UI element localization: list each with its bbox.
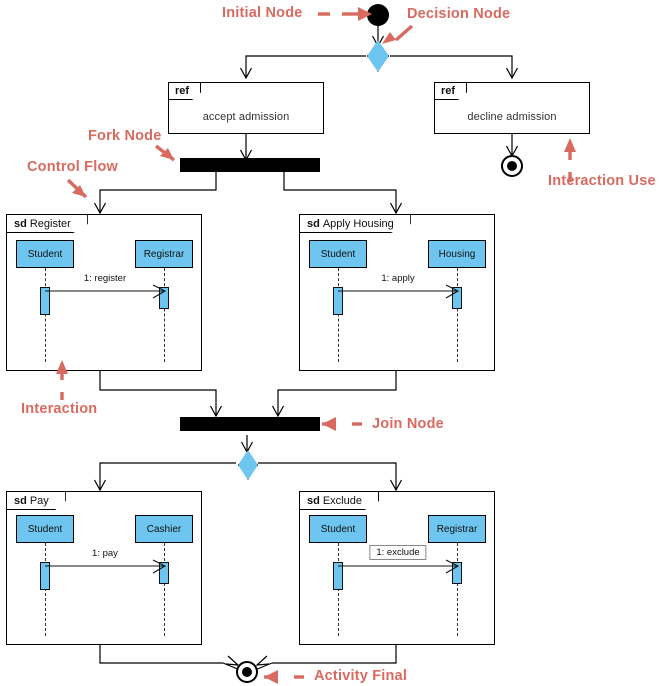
sd-name: Apply Housing [322,217,394,230]
activation-bar-student [40,562,50,590]
sd-frame-label: sd Register [7,215,88,233]
lifeline-head-cashier[interactable]: Cashier [135,515,193,543]
message-label-selected[interactable]: 1: exclude [369,545,427,560]
annotation-decision-node: Decision Node [407,6,511,22]
lifeline-student [338,268,339,362]
message-label: 1: register [83,273,127,284]
lifeline-head-student[interactable]: Student [16,240,74,268]
lifeline-registrar [457,543,458,636]
sd-keyword: sd [307,217,320,230]
message-arrow-pay [45,559,167,574]
sd-name: Register [29,217,71,230]
sd-keyword: sd [14,494,27,507]
annotation-activity-final: Activity Final [314,668,408,684]
interaction-use-accept-admission[interactable]: ref accept admission [168,82,324,134]
interaction-use-name: accept admission [202,110,290,123]
decision-node-top[interactable] [367,40,389,72]
message-label: 1: apply [381,273,415,284]
lifeline-head-housing[interactable]: Housing [428,240,486,268]
lifeline-registrar [164,268,165,362]
lifeline-student [45,268,46,362]
activation-bar-registrar [452,562,462,584]
interaction-frame-apply-housing[interactable]: sd Apply Housing Student Housing 1: appl… [299,214,495,371]
join-node[interactable] [180,417,320,431]
activation-bar-student [333,287,343,315]
annotation-interaction-use: Interaction Use [548,173,656,189]
initial-node[interactable] [367,4,389,26]
ref-keyword-label: ref [435,83,467,100]
interaction-frame-exclude[interactable]: sd Exclude Student Registrar 1: exclude [299,491,495,645]
activation-bar-housing [452,287,462,309]
activation-bar-student [40,287,50,315]
activity-final-node-right[interactable] [501,155,523,177]
sd-name: Pay [29,494,49,507]
sd-frame-label: sd Exclude [300,492,379,510]
message-arrow-apply [338,284,460,299]
sd-name: Exclude [322,494,362,507]
annotation-join-node: Join Node [372,416,444,432]
lifeline-head-registrar[interactable]: Registrar [428,515,486,543]
fork-node[interactable] [180,158,320,172]
sd-keyword: sd [14,217,27,230]
lifeline-head-registrar[interactable]: Registrar [135,240,193,268]
message-arrow-register [45,284,167,299]
lifeline-cashier [164,543,165,636]
activation-bar-student [333,562,343,590]
annotation-initial-node: Initial Node [222,5,303,21]
interaction-use-name: decline admission [467,110,557,123]
lifeline-housing [457,268,458,362]
lifeline-head-student[interactable]: Student [309,515,367,543]
interaction-frame-register[interactable]: sd Register Student Registrar 1: registe… [6,214,202,371]
sd-keyword: sd [307,494,320,507]
activity-final-node-bottom[interactable] [236,661,258,683]
annotation-control-flow: Control Flow [27,159,118,175]
lifeline-head-student[interactable]: Student [309,240,367,268]
activation-bar-cashier [159,562,169,584]
decision-node-bottom[interactable] [238,450,258,480]
interaction-use-decline-admission[interactable]: ref decline admission [434,82,590,134]
interaction-frame-pay[interactable]: sd Pay Student Cashier 1: pay [6,491,202,645]
message-label: 1: pay [92,548,118,559]
ref-keyword-label: ref [169,83,201,100]
lifeline-head-student[interactable]: Student [16,515,74,543]
sd-frame-label: sd Apply Housing [300,215,411,233]
message-arrow-exclude [338,559,460,574]
activation-bar-registrar [159,287,169,309]
annotation-interaction: Interaction [21,401,98,417]
sd-frame-label: sd Pay [7,492,66,510]
annotation-fork-node: Fork Node [88,128,162,144]
